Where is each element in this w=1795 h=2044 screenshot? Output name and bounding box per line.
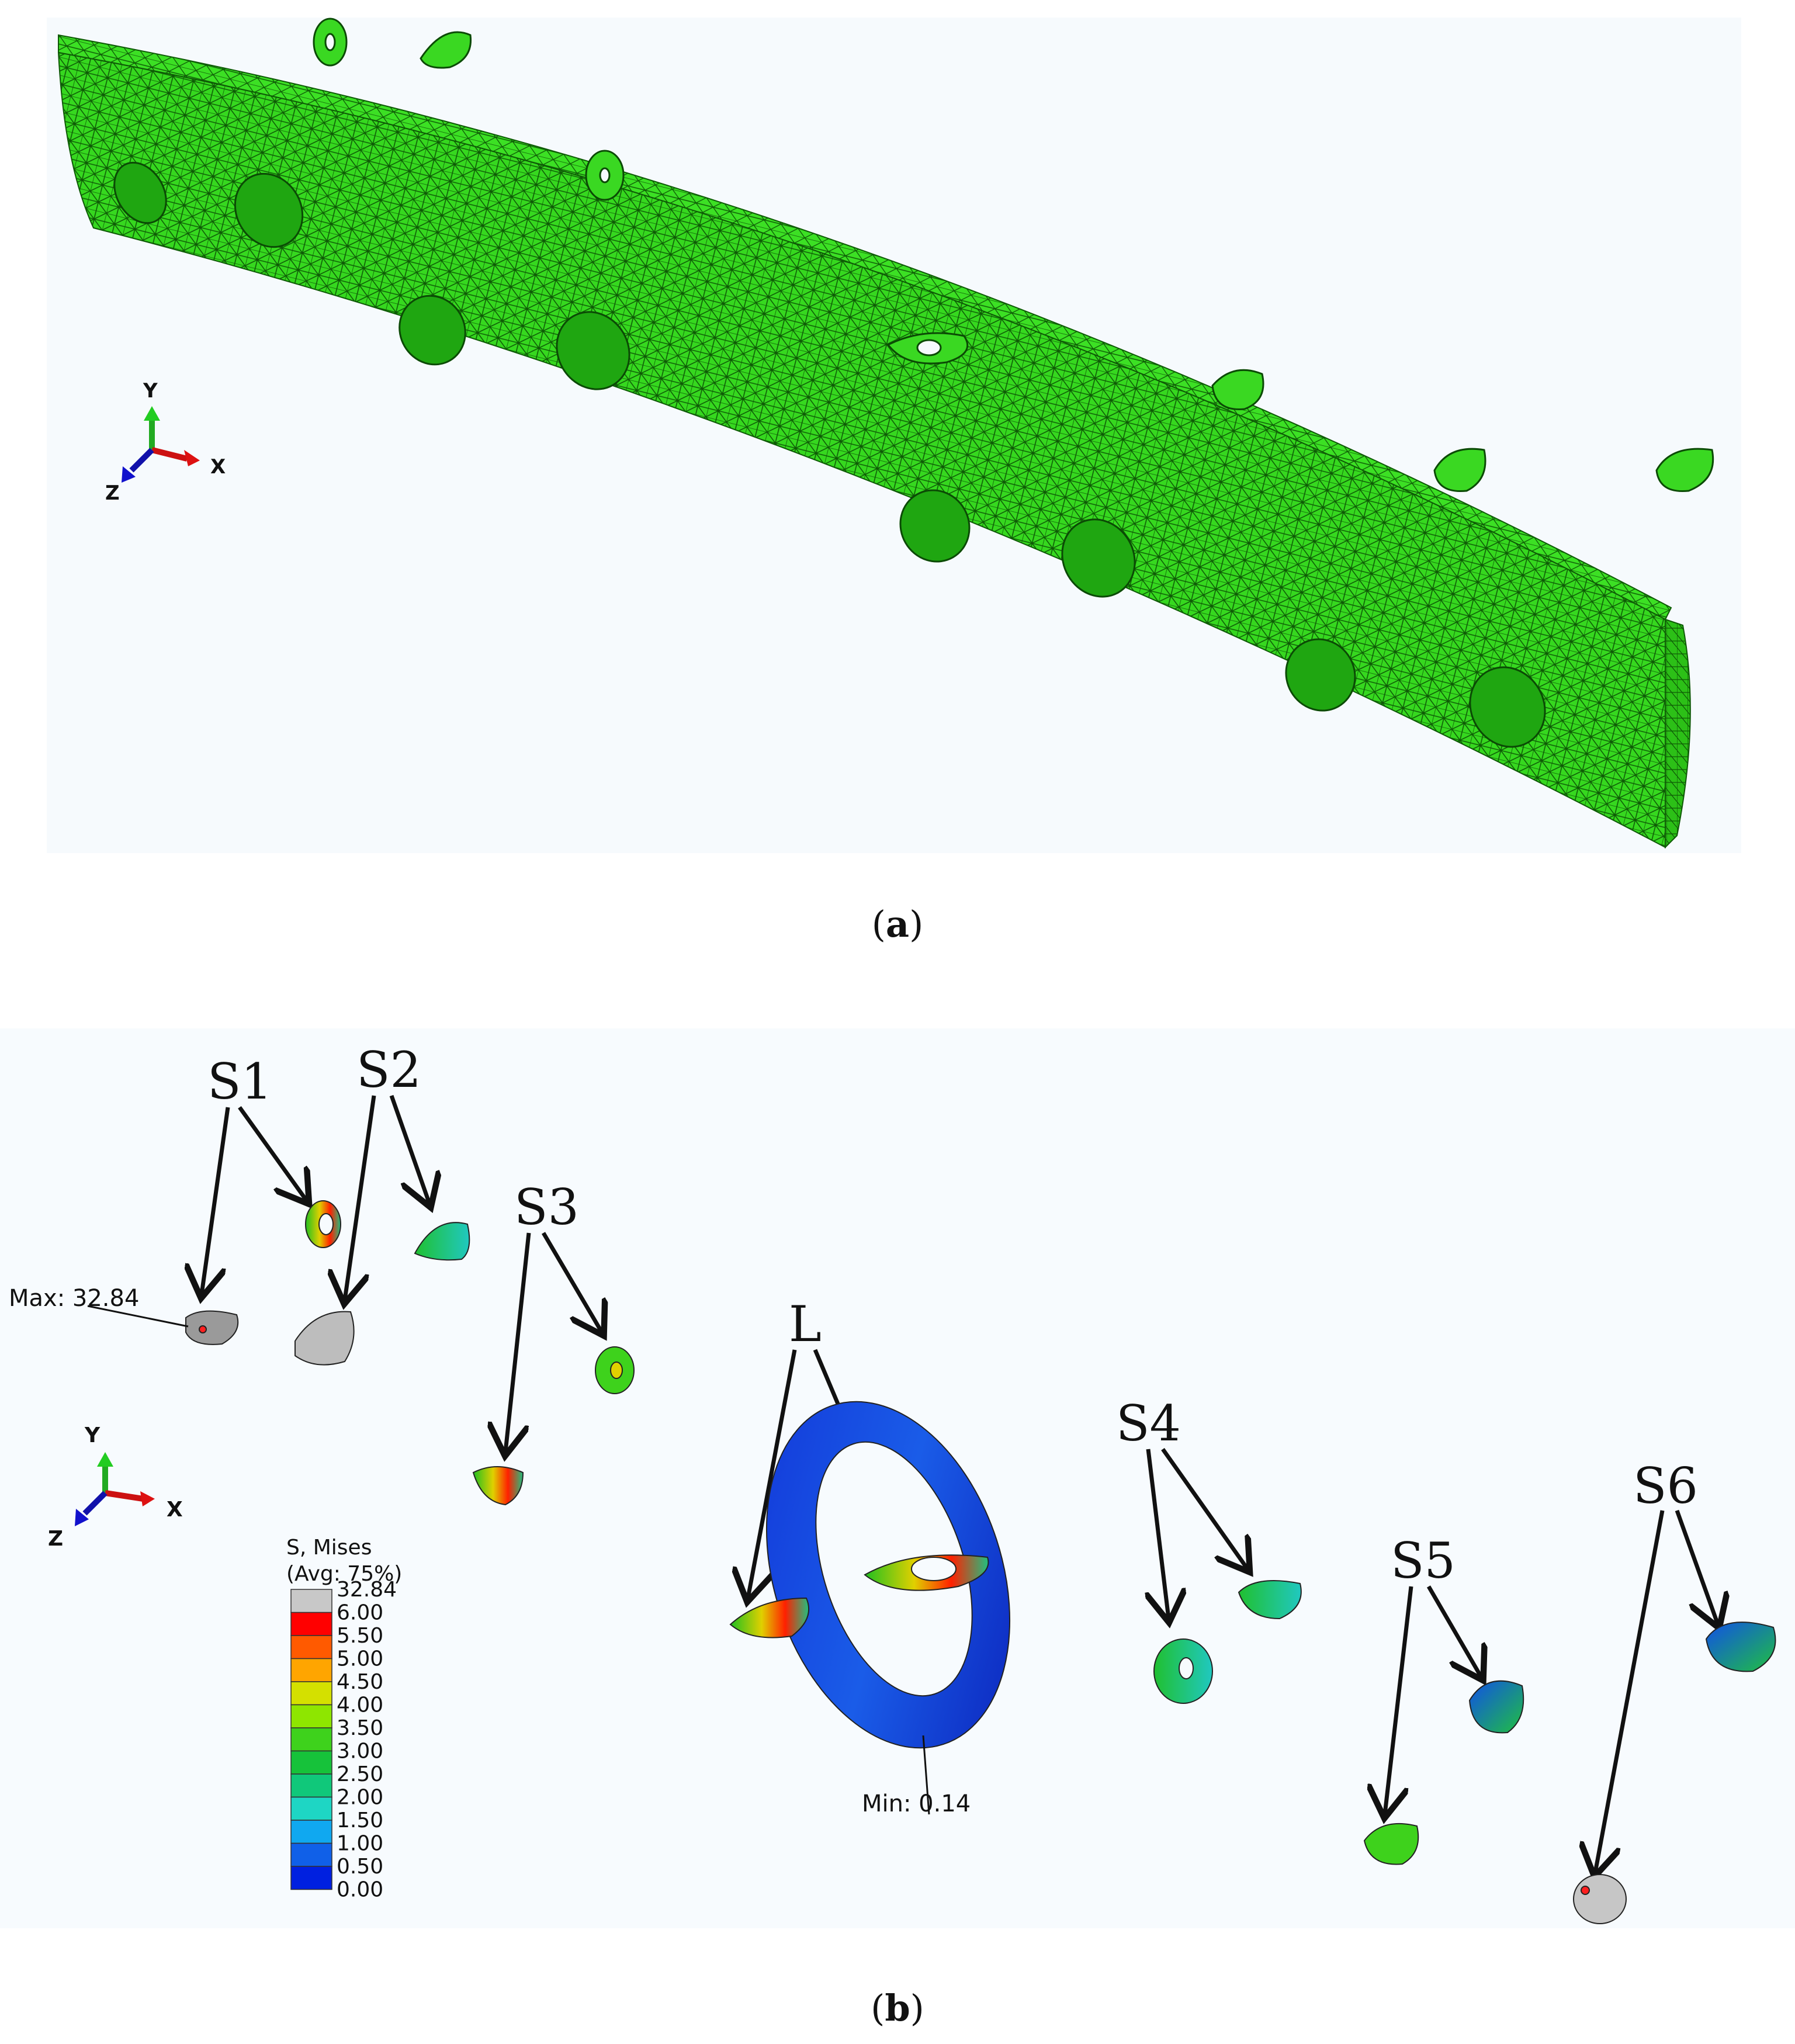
mesh-figure: Y X Z bbox=[57, 18, 1714, 849]
arrow-s1-b bbox=[238, 1106, 307, 1201]
legend-swatch bbox=[290, 1589, 332, 1613]
axis-y-label: Y bbox=[143, 379, 158, 403]
pointer-arrows bbox=[202, 1094, 1718, 1873]
panel-b-stress-view: S1 S2 S3 L S4 S5 S6 bbox=[0, 1028, 1795, 1928]
legend-value: 0.50 bbox=[337, 1855, 383, 1879]
label-s5: S5 bbox=[1391, 1532, 1456, 1589]
axis-y-label: Y bbox=[84, 1423, 101, 1447]
s2-piece-color bbox=[414, 1222, 470, 1261]
label-l: L bbox=[789, 1295, 822, 1353]
arrow-s4-b bbox=[1161, 1447, 1248, 1569]
legend-value: 4.00 bbox=[337, 1693, 383, 1717]
legend-value: 3.00 bbox=[337, 1740, 383, 1764]
legend-swatch bbox=[290, 1681, 332, 1706]
arrow-s3-b bbox=[541, 1232, 602, 1332]
arrow-s1-a bbox=[202, 1107, 230, 1294]
s6-piece-gray bbox=[1573, 1874, 1627, 1924]
arrow-s2-b bbox=[389, 1094, 429, 1204]
l-piece-left bbox=[729, 1597, 810, 1638]
legend-swatch bbox=[290, 1635, 332, 1660]
z-arrow-icon bbox=[122, 466, 136, 483]
s2-piece-gray bbox=[294, 1311, 355, 1366]
min-label: Min: 0.14 bbox=[862, 1790, 971, 1817]
legend-title-2: (Avg: 75%) bbox=[286, 1562, 402, 1586]
panel-a-mesh-view: Y X Z bbox=[47, 18, 1741, 853]
label-s4: S4 bbox=[1116, 1395, 1181, 1452]
s5-piece-upper bbox=[1468, 1680, 1524, 1734]
stress-fragments bbox=[185, 1200, 1776, 1924]
legend-value: 2.50 bbox=[337, 1762, 383, 1786]
screw-fragments bbox=[313, 18, 1714, 493]
label-s6: S6 bbox=[1633, 1457, 1698, 1515]
legend-values: 32.846.005.505.004.504.003.503.002.502.0… bbox=[337, 1578, 397, 1902]
legend-value: 1.00 bbox=[337, 1832, 383, 1856]
stress-figure: S1 S2 S3 L S4 S5 S6 bbox=[9, 1041, 1776, 1924]
legend-value: 3.50 bbox=[337, 1716, 383, 1740]
axis-x-label: X bbox=[167, 1498, 183, 1522]
legend-swatch bbox=[290, 1658, 332, 1682]
arrow-s2-a bbox=[345, 1095, 376, 1300]
axis-z-label: Z bbox=[48, 1527, 63, 1551]
beam-front-face bbox=[57, 51, 1666, 848]
y-arrow-icon bbox=[144, 406, 160, 421]
max-label: Max: 32.84 bbox=[9, 1285, 139, 1312]
legend-value: 5.00 bbox=[337, 1647, 383, 1671]
arrow-l-a bbox=[748, 1349, 797, 1598]
axis-x-label: X bbox=[210, 455, 226, 479]
legend-swatch bbox=[290, 1773, 332, 1798]
x-arrow-icon bbox=[184, 450, 200, 466]
label-s2: S2 bbox=[356, 1041, 421, 1099]
legend-swatch bbox=[290, 1842, 332, 1867]
label-s1: S1 bbox=[207, 1053, 272, 1110]
label-s3: S3 bbox=[514, 1179, 579, 1236]
beam-holes bbox=[113, 161, 1546, 748]
min-leader-line bbox=[922, 1735, 930, 1815]
arrow-s6-b bbox=[1675, 1509, 1718, 1624]
s6-piece-upper bbox=[1705, 1622, 1776, 1672]
legend-value: 1.50 bbox=[337, 1809, 383, 1832]
stress-legend: S, Mises (Avg: 75%) 32.846.005.505.004.5… bbox=[286, 1536, 402, 1902]
legend-swatch bbox=[290, 1796, 332, 1821]
arrow-s5-b bbox=[1426, 1585, 1481, 1677]
legend-swatch bbox=[290, 1612, 332, 1636]
legend-swatch bbox=[290, 1750, 332, 1775]
s3-piece-lower bbox=[472, 1466, 524, 1506]
arrow-s5-a bbox=[1385, 1586, 1413, 1814]
axis-triad-a: Y X Z bbox=[105, 379, 226, 505]
arrow-s6-a bbox=[1595, 1510, 1665, 1873]
s4-piece-upper bbox=[1238, 1580, 1302, 1620]
legend-value: 5.50 bbox=[337, 1624, 383, 1648]
caption-a: (a) bbox=[871, 903, 924, 945]
y-arrow-icon bbox=[97, 1452, 113, 1467]
legend-value: 6.00 bbox=[337, 1601, 383, 1625]
s5-piece-lower bbox=[1363, 1823, 1419, 1865]
s1-piece-gray bbox=[185, 1310, 239, 1345]
legend-value: 32.84 bbox=[337, 1578, 397, 1602]
x-arrow-icon bbox=[140, 1491, 155, 1506]
axis-z-label: Z bbox=[105, 481, 120, 505]
max-leader-line bbox=[87, 1305, 189, 1328]
legend-value: 4.50 bbox=[337, 1670, 383, 1694]
legend-swatch bbox=[290, 1727, 332, 1752]
legend-swatches bbox=[290, 1589, 332, 1890]
axis-triad-b: Y X Z bbox=[48, 1423, 183, 1551]
beam-end-face bbox=[1665, 618, 1691, 849]
legend-value: 2.00 bbox=[337, 1786, 383, 1810]
caption-b: (b) bbox=[871, 1987, 924, 2029]
legend-swatch bbox=[290, 1704, 332, 1728]
z-arrow-icon bbox=[75, 1509, 89, 1526]
arrow-s3-a bbox=[505, 1232, 531, 1452]
legend-swatch bbox=[290, 1866, 332, 1890]
legend-title-1: S, Mises bbox=[286, 1536, 372, 1560]
legend-value: 0.00 bbox=[337, 1878, 383, 1902]
legend-swatch bbox=[290, 1820, 332, 1844]
arrow-s4-a bbox=[1148, 1449, 1169, 1619]
